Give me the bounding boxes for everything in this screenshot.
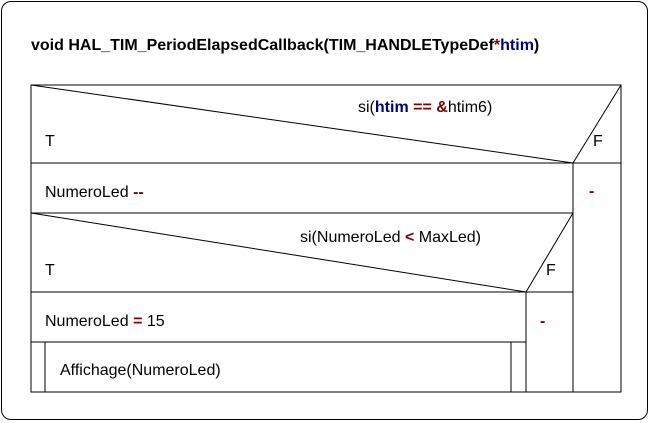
if1-true-label: T xyxy=(45,133,55,150)
if2-diag-left xyxy=(30,212,527,293)
pointer-star: * xyxy=(493,37,501,54)
if2-false-branch: - xyxy=(540,313,546,330)
stmt2-var: NumeroLed xyxy=(45,313,129,330)
stmt1: NumeroLed -- xyxy=(45,184,144,202)
stmt1-var: NumeroLed xyxy=(45,184,129,201)
if1-diag-left xyxy=(30,84,574,164)
if1-condition: si(htim == &htim6) xyxy=(358,99,492,117)
if1-diag-right xyxy=(572,84,622,164)
if1-rhs: htim6) xyxy=(447,99,493,116)
if1-lhs: htim xyxy=(374,99,409,116)
if1-operator: == xyxy=(413,99,432,116)
stmt2-operator: = xyxy=(133,313,143,330)
if2-operator: < xyxy=(404,229,415,246)
param-name: htim xyxy=(500,37,534,54)
signature-prefix: void HAL_TIM_PeriodElapsedCallback(TIM_H… xyxy=(31,37,494,54)
if1-false-label: F xyxy=(593,133,603,150)
if1-ampersand: & xyxy=(436,99,448,116)
stmt2-value: 15 xyxy=(146,313,165,330)
if2-true-label: T xyxy=(45,262,55,279)
if1-false-branch: - xyxy=(589,183,595,200)
if2-cond-prefix: si(NumeroLed xyxy=(300,229,401,246)
function-signature: void HAL_TIM_PeriodElapsedCallback(TIM_H… xyxy=(31,37,539,55)
call-statement: Affichage(NumeroLed) xyxy=(60,362,221,379)
stmt1-operator: -- xyxy=(133,184,144,201)
if2-diag-right xyxy=(525,212,574,293)
stmt2: NumeroLed = 15 xyxy=(45,313,165,331)
if2-false-label: F xyxy=(546,262,556,279)
if2-condition: si(NumeroLed < MaxLed) xyxy=(300,229,481,247)
if1-box xyxy=(30,84,622,393)
if2-rhs: MaxLed) xyxy=(418,229,481,246)
signature-suffix: ) xyxy=(533,37,540,54)
if1-cond-prefix: si( xyxy=(358,99,375,116)
